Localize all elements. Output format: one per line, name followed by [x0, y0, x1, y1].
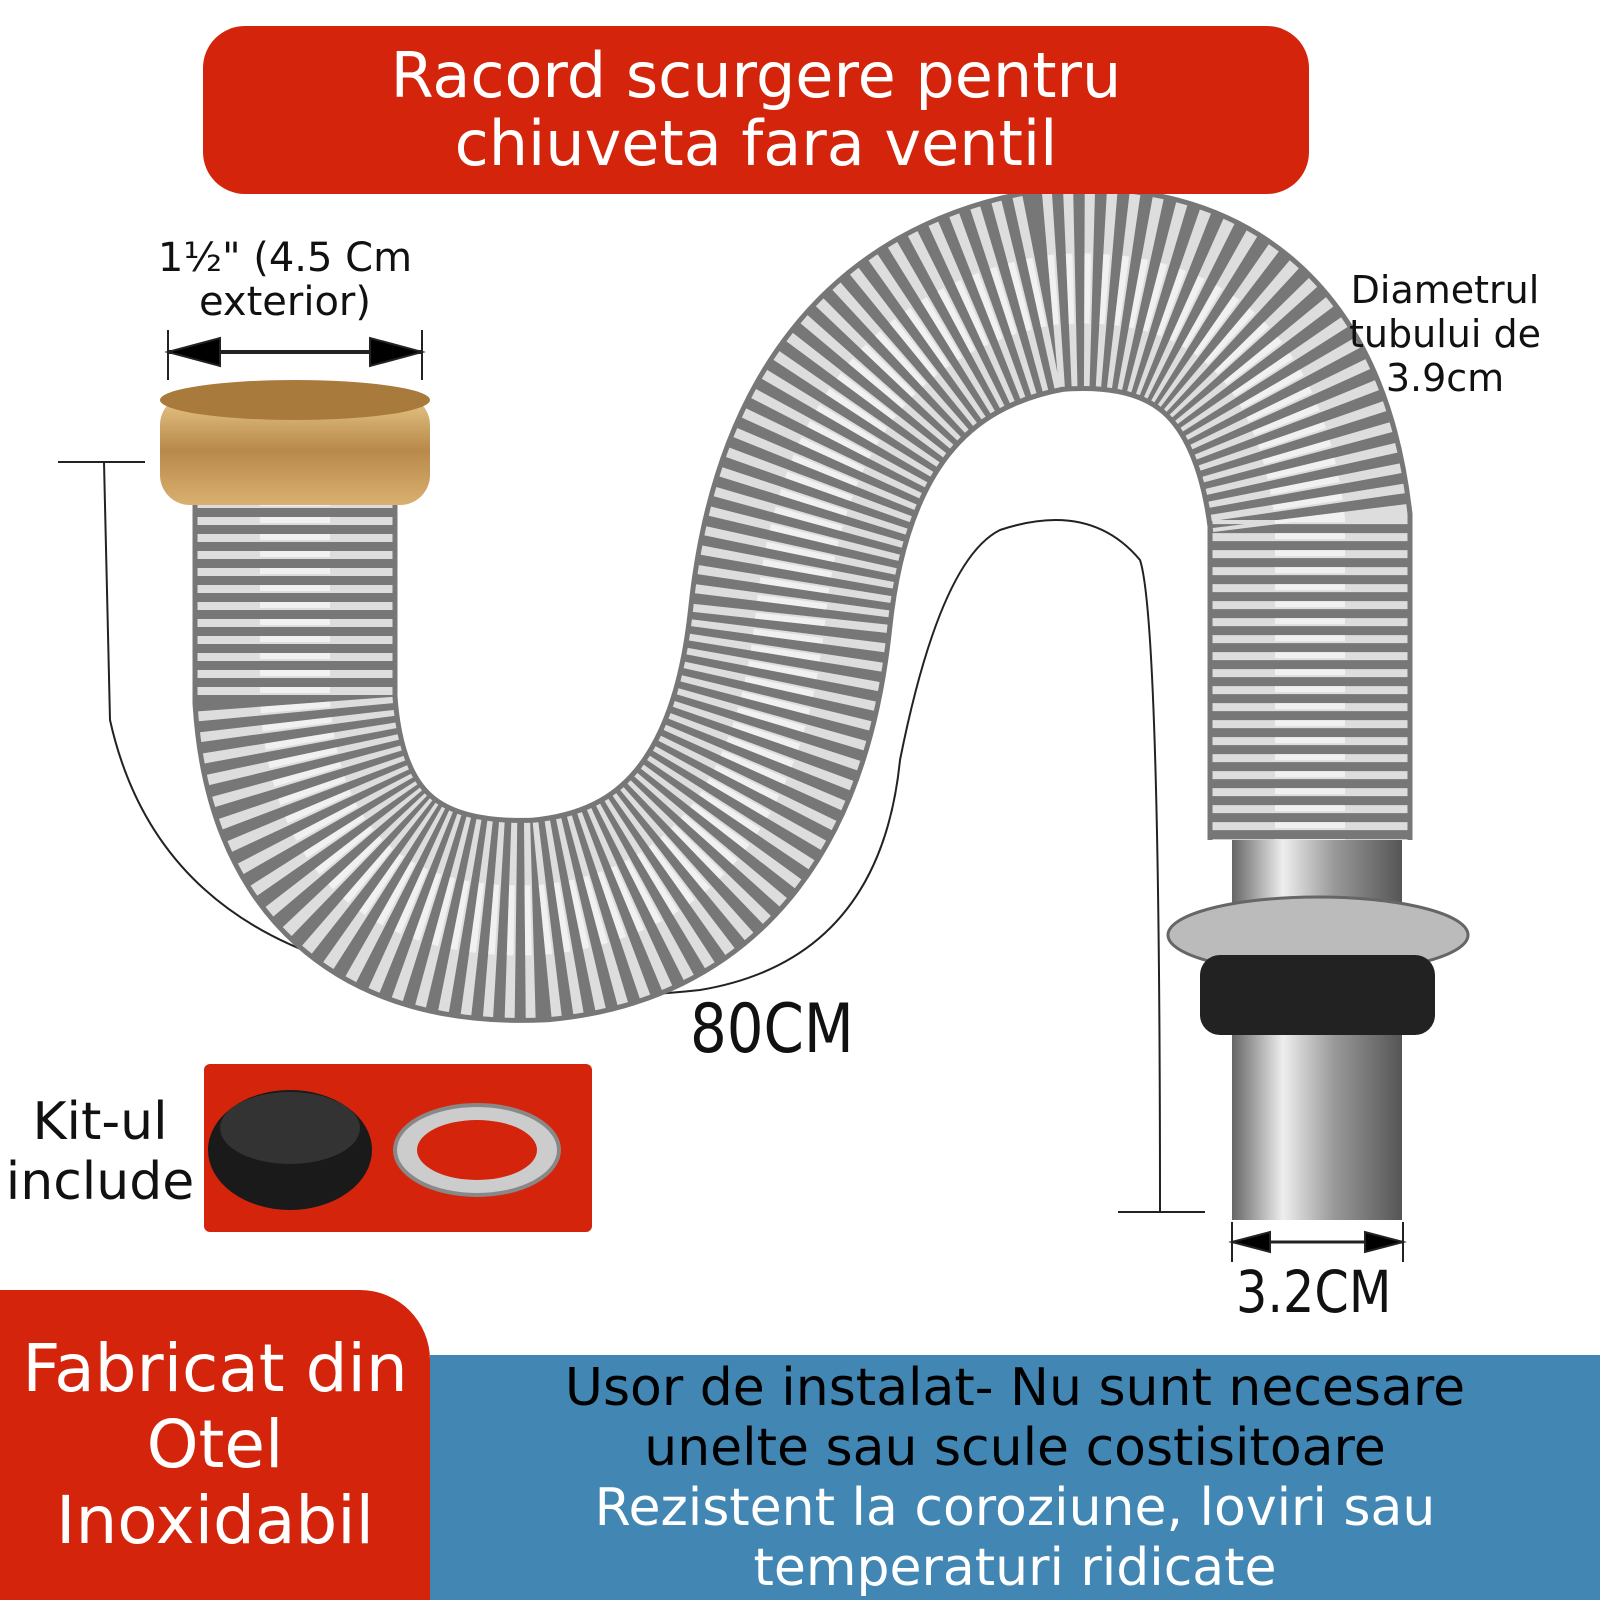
nut-size-line-1: 1½" (4.5 Cm — [157, 235, 413, 281]
length-label: 80CM — [690, 990, 854, 1069]
tube-diameter-line-3: 3.9cm — [1385, 356, 1505, 400]
material-line-2: Otel — [146, 1406, 284, 1483]
nut-size-line-2: exterior) — [199, 279, 371, 325]
feature-line-2: unelte sau scule costisitoare — [644, 1417, 1386, 1478]
kit-line-2: include — [5, 1152, 195, 1212]
outlet-diameter-label: 3.2CM — [1236, 1258, 1392, 1326]
dimension-lines — [58, 330, 1407, 1262]
features-box: Usor de instalat- Nu sunt necesare unelt… — [430, 1355, 1600, 1600]
feature-line-4: temperaturi ridicate — [753, 1537, 1277, 1598]
material-line-3: Inoxidabil — [56, 1482, 374, 1559]
feature-line-1: Usor de instalat- Nu sunt necesare — [564, 1357, 1466, 1418]
tube-diameter-line-1: Diametrul — [1350, 268, 1540, 312]
nut-size-label: 1½" (4.5 Cm exterior) — [140, 236, 430, 324]
feature-line-3: Rezistent la coroziune, loviri sau — [594, 1477, 1436, 1538]
material-line-1: Fabricat din — [22, 1330, 408, 1407]
material-box: Fabricat din Otel Inoxidabil — [0, 1290, 430, 1600]
title-line-2: chiuveta fara ventil — [454, 107, 1058, 180]
brass-nut — [160, 380, 430, 505]
kit-parts — [208, 1090, 561, 1210]
title-line-1: Racord scurgere pentru — [390, 39, 1122, 112]
outlet-pipe — [1166, 840, 1470, 1220]
kit-label: Kit-ul include — [0, 1092, 200, 1212]
tube-diameter-label: Diametrul tubului de 3.9cm — [1330, 268, 1560, 400]
kit-line-1: Kit-ul — [32, 1092, 168, 1152]
corrugated-hose — [192, 186, 1413, 1023]
title-banner: Racord scurgere pentru chiuveta fara ven… — [203, 26, 1309, 194]
tube-diameter-line-2: tubului de — [1349, 312, 1541, 356]
